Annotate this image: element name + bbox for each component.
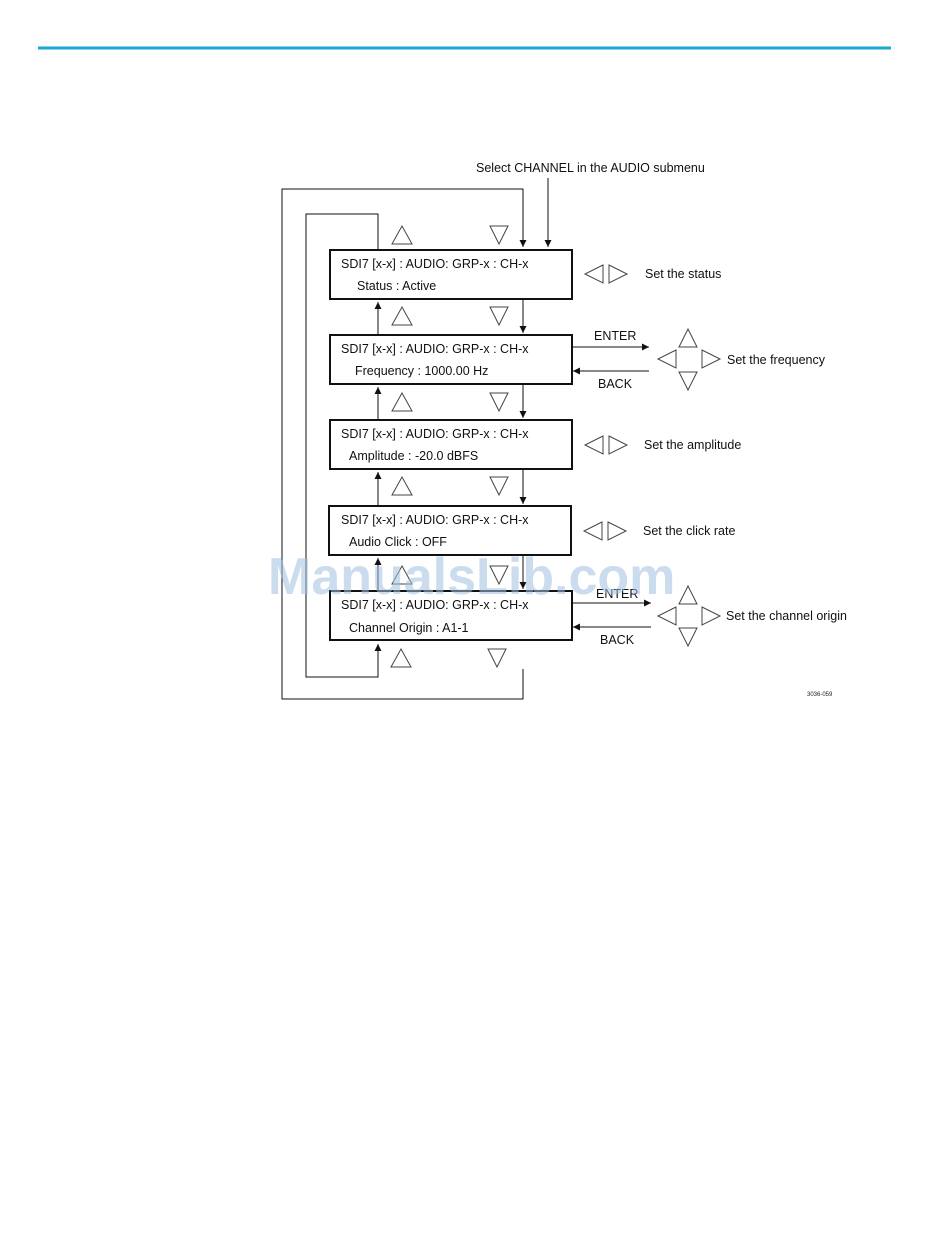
left-right-triangle-icon[interactable] bbox=[583, 435, 629, 455]
back-label: BACK bbox=[600, 633, 635, 647]
menu-line-1: SDI7 [x-x] : AUDIO: GRP-x : CH-x bbox=[341, 257, 529, 271]
entry-label: Select CHANNEL in the AUDIO submenu bbox=[476, 161, 705, 175]
menu-line-1: SDI7 [x-x] : AUDIO: GRP-x : CH-x bbox=[341, 513, 529, 527]
left-right-triangle-icon[interactable] bbox=[582, 521, 628, 541]
back-label: BACK bbox=[598, 377, 633, 391]
up-triangle-icon[interactable] bbox=[391, 475, 413, 496]
menu-box-audio-click[interactable]: SDI7 [x-x] : AUDIO: GRP-x : CH-x Audio C… bbox=[328, 505, 572, 556]
enter-label: ENTER bbox=[596, 587, 638, 601]
up-triangle-icon[interactable] bbox=[391, 564, 413, 585]
menu-line-2: Audio Click : OFF bbox=[349, 535, 447, 549]
up-triangle-icon[interactable] bbox=[391, 224, 413, 245]
action-status: Set the status bbox=[645, 267, 721, 281]
up-triangle-icon[interactable] bbox=[391, 391, 413, 412]
up-triangle-icon[interactable] bbox=[390, 647, 412, 668]
menu-line-1: SDI7 [x-x] : AUDIO: GRP-x : CH-x bbox=[341, 598, 529, 612]
action-click-rate: Set the click rate bbox=[643, 524, 735, 538]
menu-box-amplitude[interactable]: SDI7 [x-x] : AUDIO: GRP-x : CH-x Amplitu… bbox=[329, 419, 573, 470]
left-right-triangle-icon[interactable] bbox=[583, 264, 629, 284]
four-way-arrow-icon[interactable] bbox=[656, 327, 722, 392]
action-frequency: Set the frequency bbox=[727, 353, 826, 367]
menu-line-2: Status : Active bbox=[357, 279, 436, 293]
menu-box-frequency[interactable]: SDI7 [x-x] : AUDIO: GRP-x : CH-x Frequen… bbox=[329, 334, 573, 385]
up-triangle-icon[interactable] bbox=[391, 305, 413, 326]
down-triangle-icon[interactable] bbox=[489, 392, 509, 413]
menu-line-2: Frequency : 1000.00 Hz bbox=[355, 364, 488, 378]
down-triangle-icon[interactable] bbox=[489, 565, 509, 586]
action-amplitude: Set the amplitude bbox=[644, 438, 741, 452]
watermark: ManualsLib.com bbox=[268, 548, 675, 606]
four-way-arrow-icon[interactable] bbox=[656, 584, 722, 648]
down-triangle-icon[interactable] bbox=[489, 225, 509, 246]
menu-line-1: SDI7 [x-x] : AUDIO: GRP-x : CH-x bbox=[341, 342, 529, 356]
figure-number: 3036-059 bbox=[807, 692, 833, 698]
menu-line-2: Channel Origin : A1-1 bbox=[349, 621, 469, 635]
enter-label: ENTER bbox=[594, 329, 636, 343]
menu-line-1: SDI7 [x-x] : AUDIO: GRP-x : CH-x bbox=[341, 427, 529, 441]
action-channel-origin: Set the channel origin bbox=[726, 609, 847, 623]
down-triangle-icon[interactable] bbox=[487, 648, 507, 669]
menu-box-status[interactable]: SDI7 [x-x] : AUDIO: GRP-x : CH-x Status … bbox=[329, 249, 573, 300]
menu-box-channel-origin[interactable]: SDI7 [x-x] : AUDIO: GRP-x : CH-x Channel… bbox=[329, 590, 573, 641]
down-triangle-icon[interactable] bbox=[489, 306, 509, 327]
connector-lines bbox=[281, 178, 651, 700]
down-triangle-icon[interactable] bbox=[489, 476, 509, 497]
menu-line-2: Amplitude : -20.0 dBFS bbox=[349, 449, 478, 463]
